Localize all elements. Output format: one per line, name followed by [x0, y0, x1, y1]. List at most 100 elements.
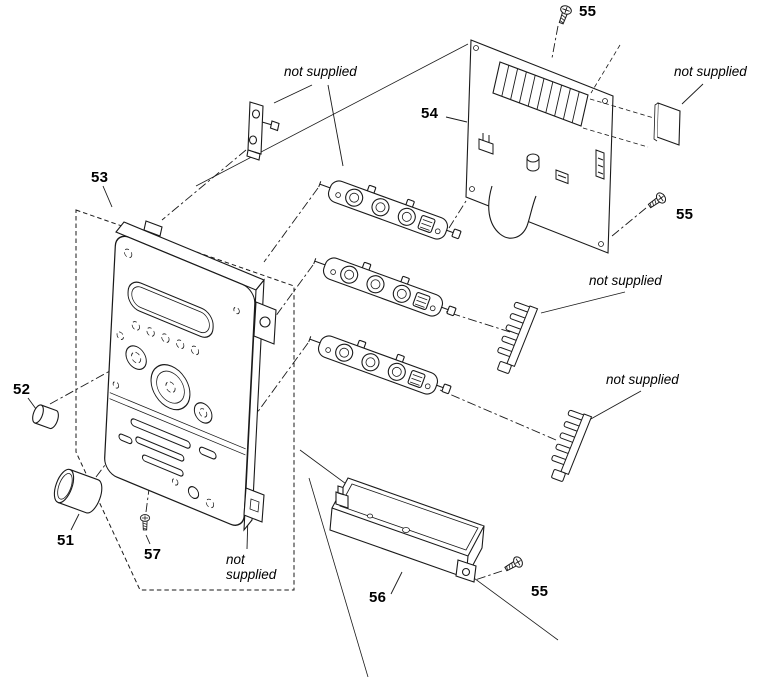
mounting-plate-not-supplied: [653, 102, 681, 146]
pcb-components: [478, 133, 605, 185]
tray-floor-hole: [367, 513, 373, 519]
panel-button-hole: [172, 478, 179, 486]
pcb-hole: [598, 241, 604, 247]
dashed-boundary-53: [75, 209, 295, 591]
panel-hole: [112, 381, 120, 389]
knob-51-face-inner: [57, 473, 73, 500]
part-label-51: 51: [57, 532, 75, 549]
pcb-ribbon-flap: [488, 185, 537, 239]
leader-56: [390, 571, 403, 595]
panel-slot: [118, 433, 133, 445]
screw-55-tray: [502, 554, 525, 575]
part-label-56: 56: [369, 589, 387, 606]
button-hole: [161, 333, 170, 343]
panel-hole: [233, 306, 240, 315]
bracket-not-supplied: [246, 101, 280, 161]
panel-button-hole: [205, 498, 215, 509]
key-strip-1: [315, 168, 466, 247]
bracket-pin-head: [269, 120, 280, 132]
key-strip-2: [310, 245, 461, 324]
panel-slot: [198, 446, 217, 460]
axis-strip1: [263, 187, 319, 263]
pcb-hole: [469, 186, 475, 192]
axis-bracket: [161, 149, 247, 221]
screw-57: [139, 514, 151, 531]
screw-55-top: [555, 3, 574, 26]
note-not-supplied-panel: not supplied: [226, 552, 276, 582]
knob-hole-right-center: [199, 408, 208, 418]
screw-55-right: [645, 190, 668, 212]
panel-side-tab-hole: [259, 316, 271, 328]
component-connector: [478, 133, 494, 155]
tray-floor-hole: [402, 527, 410, 533]
tray-inner-rim: [339, 483, 479, 551]
display-window-inner: [131, 286, 210, 334]
knob-hole-large: [150, 364, 191, 411]
projection-line: [582, 127, 649, 148]
panel-to-board-alignment-line: [195, 43, 469, 187]
display-window: [127, 281, 214, 338]
note-not-supplied-comb-upper: not supplied: [589, 273, 662, 288]
panel-slot: [135, 436, 185, 462]
leader-not-supplied-plate: [681, 83, 704, 105]
part-label-55-right: 55: [676, 206, 694, 223]
leader-51: [70, 513, 80, 531]
leader-not-supplied-comb-upper: [540, 291, 626, 314]
button-hole: [190, 345, 200, 356]
tray-flange-hole: [461, 567, 471, 577]
leader-54: [445, 116, 468, 123]
projection-line: [589, 98, 655, 119]
pcb-connector-slot: [492, 61, 589, 127]
knob-51: [53, 468, 103, 514]
panel-slot: [141, 454, 184, 477]
button-hole-row: [131, 321, 200, 356]
circuit-board-54: [465, 39, 655, 254]
panel-button: [187, 486, 200, 500]
button-hole: [146, 327, 155, 337]
key-strip-3: [305, 323, 456, 402]
knob-hole-small: [125, 345, 147, 370]
projection-line: [590, 44, 621, 94]
part-label-57: 57: [144, 546, 162, 563]
leader-lines: [27, 83, 704, 595]
tray-56: [329, 477, 485, 583]
part-label-55-top: 55: [579, 3, 597, 20]
connector-hatch: [501, 65, 580, 123]
plate-outline: [656, 102, 681, 146]
tray-alignment-line-lower: [308, 477, 369, 677]
note-not-supplied-plate: not supplied: [674, 64, 747, 79]
component-chip: [555, 169, 569, 185]
component-capacitor-top: [526, 153, 540, 163]
axis-strip1-board: [448, 200, 467, 229]
comb-connector-upper: [491, 300, 539, 377]
axis-screw-tray: [471, 570, 503, 582]
part-label-52: 52: [13, 381, 31, 398]
panel-side-tab-square: [249, 498, 260, 513]
knob-hole-small-center: [131, 351, 142, 364]
tray-connector-block: [335, 485, 349, 509]
panel-face: [104, 235, 256, 526]
plate-edge: [653, 102, 659, 142]
knob-hole-large-inner: [156, 370, 185, 404]
panel-slot: [130, 418, 191, 449]
panel-hole: [124, 248, 133, 259]
button-hole: [176, 339, 185, 349]
axis-comb-upper: [443, 310, 511, 333]
knob-hole-large-center: [165, 381, 176, 393]
comb-connector-lower: [545, 408, 593, 485]
leader-not-supplied-bracket-b: [327, 84, 344, 167]
part-label-53: 53: [91, 169, 109, 186]
panel-divider: [109, 392, 246, 456]
front-panel-53: [104, 220, 277, 532]
leader-52: [27, 397, 37, 410]
axis-screw-top: [551, 25, 559, 59]
bracket-hole: [248, 135, 258, 145]
button-hole: [131, 321, 140, 331]
note-not-supplied-panel-line1: not: [226, 552, 245, 567]
part-label-55-tray: 55: [531, 583, 549, 600]
part-label-54: 54: [421, 105, 439, 122]
note-not-supplied-bracket: not supplied: [284, 64, 357, 79]
pcb-projection-lines: [582, 44, 655, 148]
